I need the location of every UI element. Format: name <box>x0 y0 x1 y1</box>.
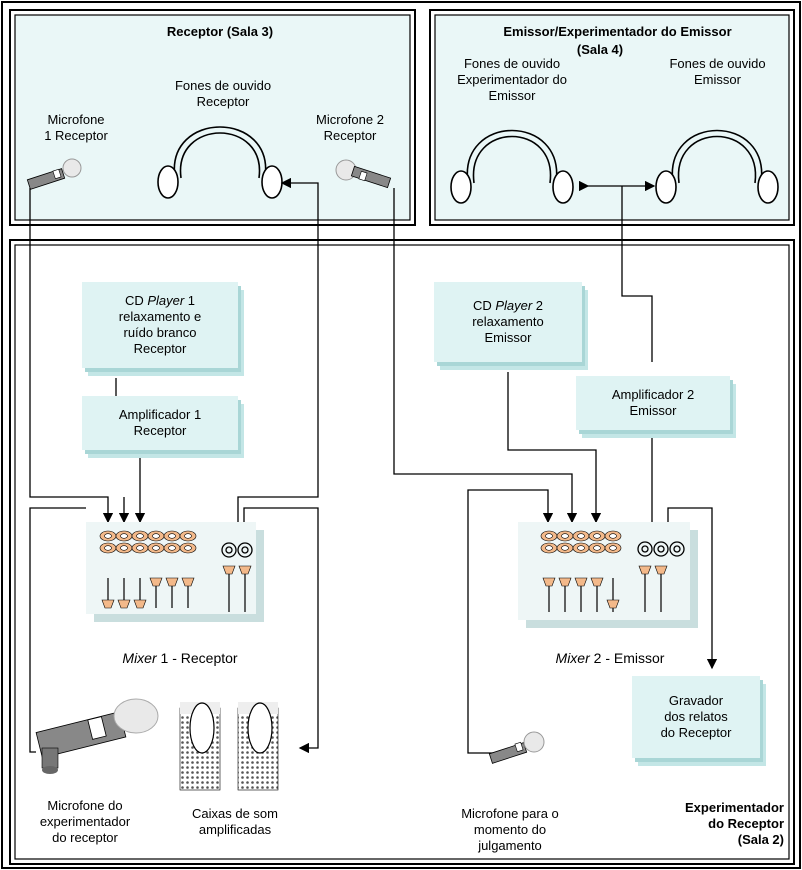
microfone-julgamento-icon <box>488 731 545 764</box>
wire-mic-judge-mixer2 <box>467 489 554 754</box>
caixas-de-som-icon <box>179 702 279 791</box>
emissor-room-sala: (Sala 4) <box>576 42 624 57</box>
microfone-2-icon <box>335 159 392 189</box>
cd-player-2-box: CD Player 2 relaxamento Emissor <box>434 282 582 362</box>
mixer-1-device <box>86 522 264 622</box>
wire-amp2-headphones <box>621 186 653 362</box>
wire-mic1-mixer1 <box>29 188 114 524</box>
wire-mic2-mixer2 <box>393 188 578 524</box>
mixer-2-device <box>518 522 698 628</box>
wire-mixer2-recorder <box>667 507 718 670</box>
headphones-receptor-icon <box>157 126 283 199</box>
wire-cd2-mixer2 <box>507 372 602 524</box>
wire-mixer1-headphones-receptor <box>237 177 319 530</box>
microfone-1-icon <box>26 158 82 190</box>
headphones-experimentador-emissor-icon <box>450 129 574 204</box>
experimentador-room-frame <box>9 239 795 865</box>
cd-player-1-box: CD Player 1 relaxamento e ruído branco R… <box>82 282 238 368</box>
experimentador-room-title: Experimentador do Receptor (Sala 2) <box>685 800 784 847</box>
wire-mixer1-speakers <box>243 507 319 754</box>
mixer-2-label: Mixer 2 - Emissor <box>555 650 665 666</box>
emissor-room-title: Emissor/Experimentador do Emissor <box>503 24 732 39</box>
wire-mic-exp-mixer1 <box>29 507 86 753</box>
receptor-room-title: Receptor (Sala 3) <box>166 24 274 39</box>
headphones-emissor-icon <box>655 129 779 204</box>
mixer-1-label: Mixer 1 - Receptor <box>122 650 238 666</box>
receptor-room-frame <box>9 9 416 226</box>
microfone-experimentador-icon <box>35 698 159 774</box>
